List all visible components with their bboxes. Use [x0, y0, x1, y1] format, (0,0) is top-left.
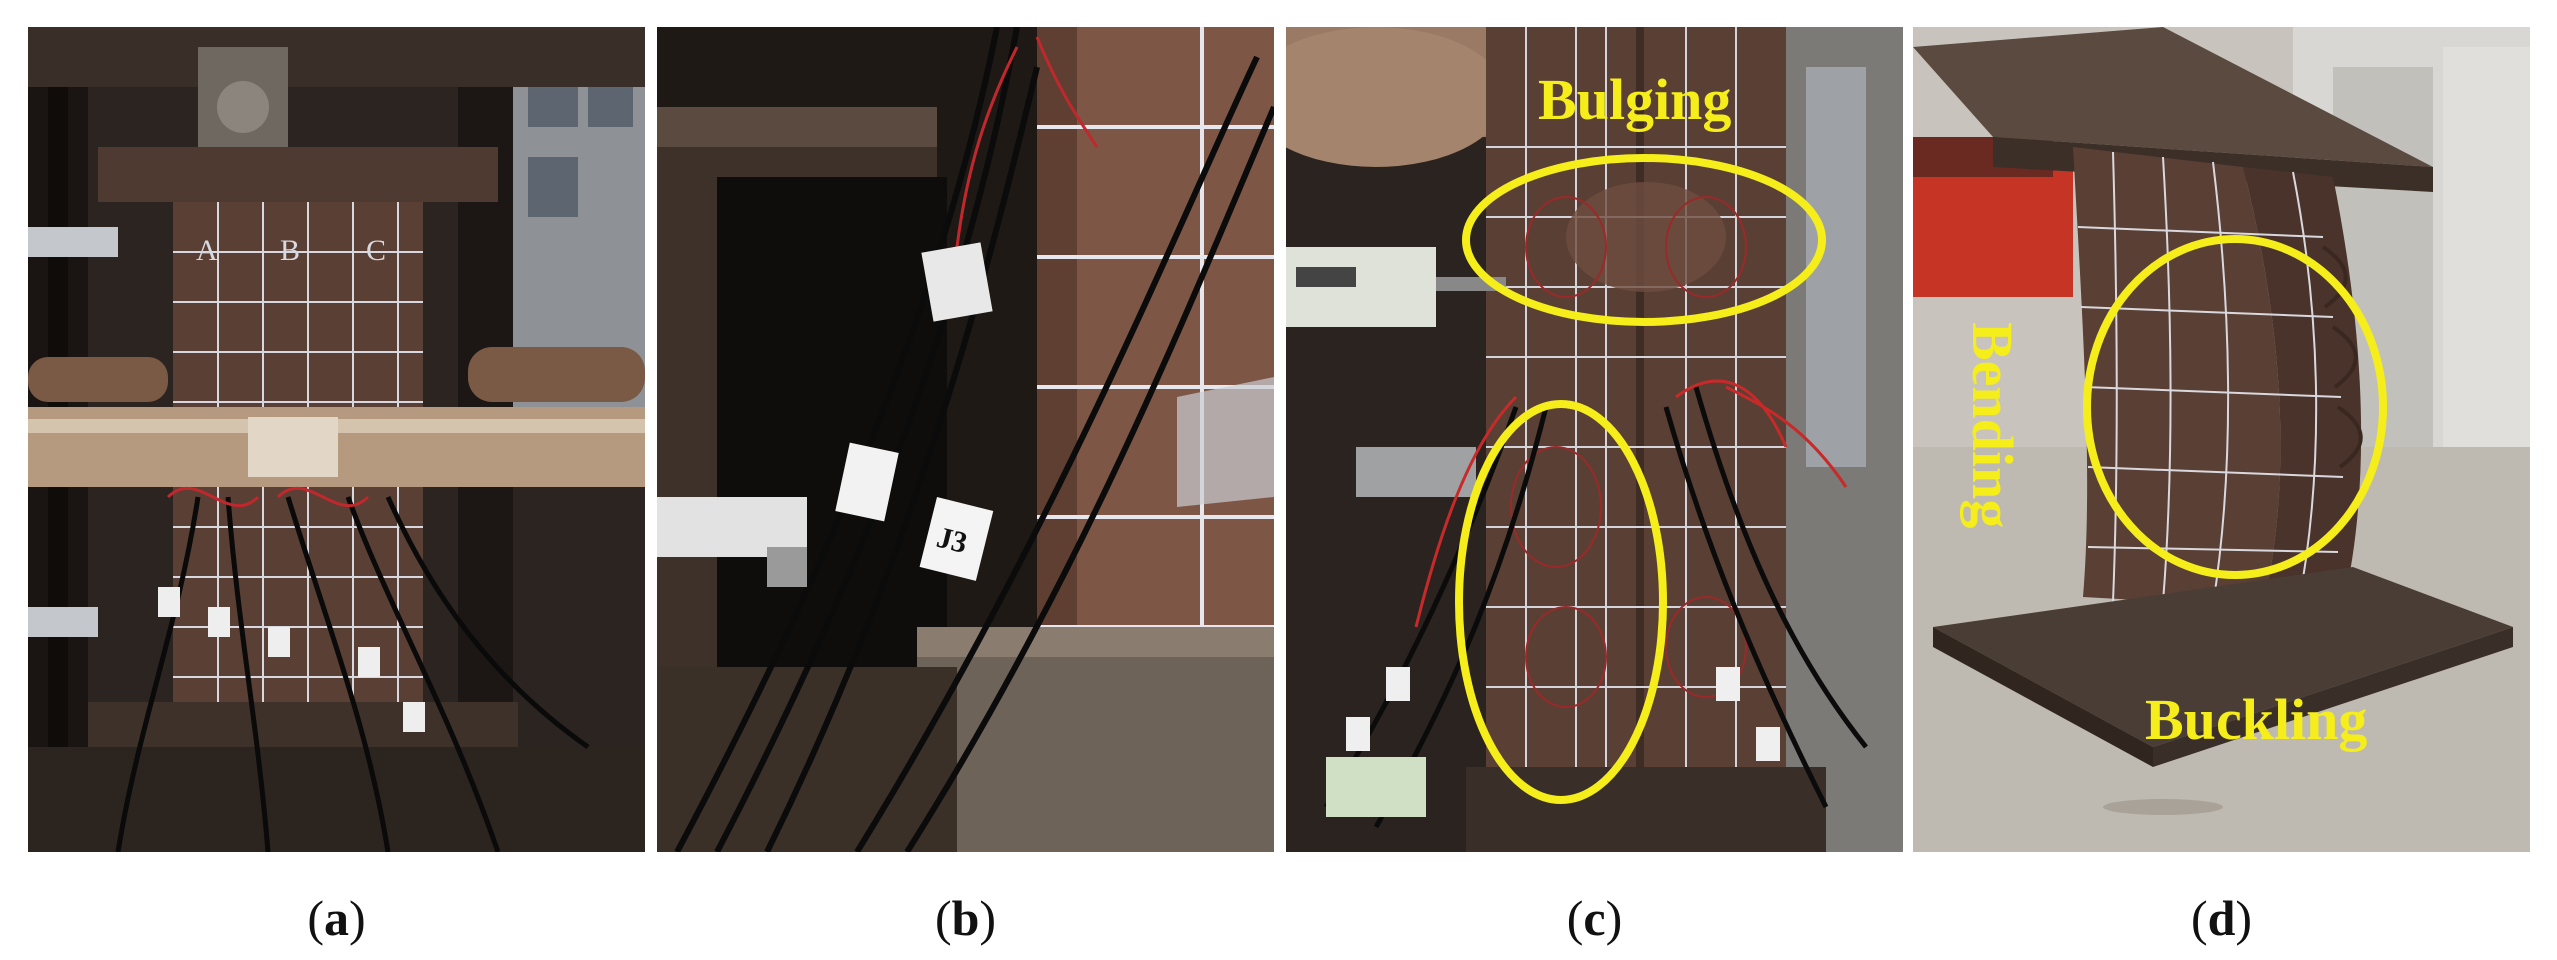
caption-d-close: ) — [2235, 890, 2253, 946]
caption-d-letter: d — [2207, 890, 2236, 946]
grid-label-c: C — [366, 234, 386, 267]
specimen-photo-d: Bending Buckling — [1913, 27, 2530, 852]
caption-c: (c) — [1286, 888, 1903, 948]
photo-panel-c: Bulging — [1286, 27, 1903, 852]
grid-label-b: B — [280, 234, 300, 267]
caption-c-open: ( — [1566, 890, 1584, 946]
test-setup-photo-a: A B C — [28, 27, 645, 852]
caption-a-letter: a — [324, 890, 349, 946]
bending-label: Bending — [1960, 322, 2025, 528]
photo-panel-d: Bending Buckling — [1913, 27, 2530, 852]
caption-a-open: ( — [307, 890, 324, 946]
lower-bulging-highlight-ellipse — [1455, 400, 1667, 804]
buckling-label: Buckling — [2145, 687, 2367, 752]
caption-b-letter: b — [951, 890, 980, 946]
test-setup-photo-b: J3 — [657, 27, 1274, 852]
caption-a: (a) — [28, 888, 645, 948]
photo-panel-b: J3 — [657, 27, 1274, 852]
specimen-photo-c: Bulging — [1286, 27, 1903, 852]
caption-b-close: ) — [979, 890, 997, 946]
caption-a-close: ) — [349, 890, 366, 946]
caption-d: (d) — [1913, 888, 2530, 948]
caption-c-close: ) — [1605, 890, 1623, 946]
bulging-highlight-ellipse — [1462, 154, 1826, 326]
caption-d-open: ( — [2190, 890, 2208, 946]
buckling-highlight-ellipse — [2083, 235, 2387, 579]
grid-label-a: A — [196, 234, 218, 267]
photo-panel-a: A B C — [28, 27, 645, 852]
caption-c-letter: c — [1583, 890, 1606, 946]
caption-b-open: ( — [934, 890, 952, 946]
caption-b: (b) — [657, 888, 1274, 948]
bulging-label: Bulging — [1538, 67, 1731, 132]
